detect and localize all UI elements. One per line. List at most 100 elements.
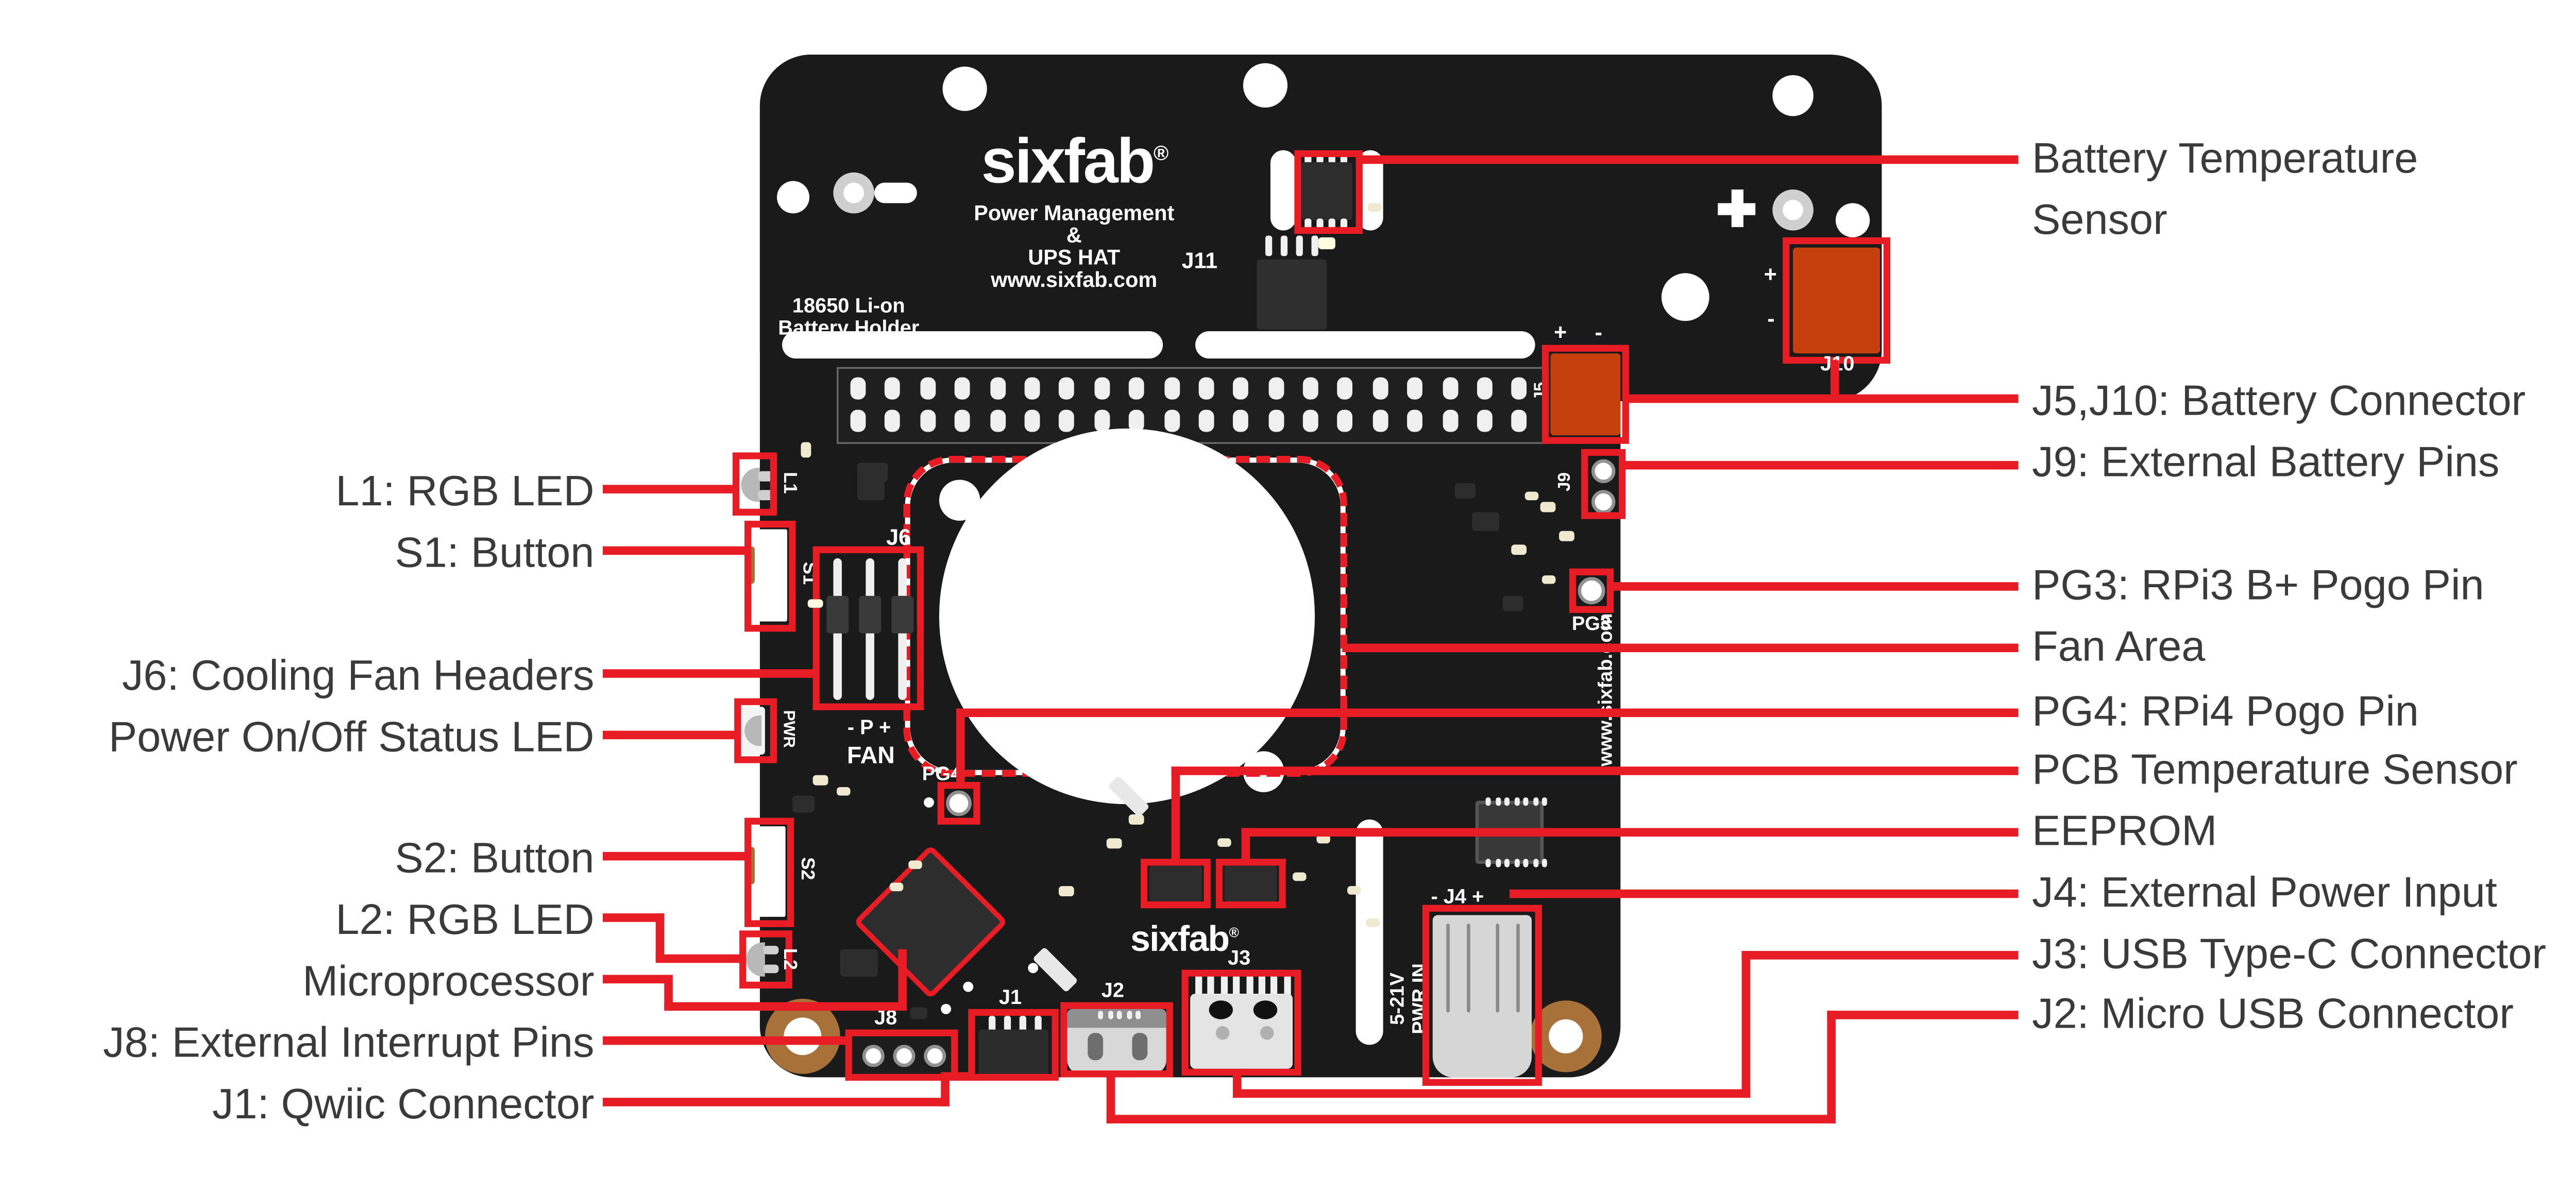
leader-j2 (1106, 1072, 1114, 1123)
leader-l2 (602, 913, 665, 922)
j1-highlight (968, 1009, 1059, 1081)
smd-ic (1502, 595, 1523, 611)
l2-led-pin (763, 964, 779, 974)
pg4-ref: PG4 (922, 764, 962, 786)
j3-dot (1260, 1026, 1274, 1040)
smd-ic (857, 476, 885, 501)
s1-button (754, 529, 787, 622)
label-j8: J8: External Interrupt Pins (103, 1019, 595, 1067)
gpio-pin-row (850, 410, 1528, 432)
smd-passive (889, 882, 904, 892)
leader-eeprom (1241, 828, 1249, 862)
leader-j5j10 (1831, 360, 1838, 401)
smd-passive (837, 787, 851, 796)
qfn-pins (1485, 859, 1547, 867)
j11-pins (1265, 235, 1318, 257)
smd-passive (908, 860, 922, 870)
smd-transistor (792, 795, 815, 813)
sensor-slot (1270, 150, 1296, 231)
j8-ref: J8 (874, 1005, 897, 1030)
j6-header-block (891, 595, 914, 634)
j6-ref: J6 (886, 524, 911, 550)
j8-pin (893, 1045, 916, 1067)
label-eeprom: EEPROM (2032, 807, 2217, 856)
board-title: Power Management & UPS HAT www.sixfab.co… (974, 201, 1175, 292)
s2-highlight (744, 817, 794, 927)
j9-ref: J9 (1556, 472, 1575, 491)
smd-passive (1540, 502, 1556, 513)
pg4-pogo-pin (946, 790, 972, 816)
leader-pg4 (956, 708, 2019, 717)
j6-highlight (812, 546, 924, 710)
fan-silk-label: FAN (846, 741, 895, 769)
leader-j3 (1232, 1089, 1751, 1097)
eeprom-highlight (1215, 859, 1286, 909)
j10-plus-mark: + (1764, 261, 1777, 287)
via (924, 797, 934, 808)
j2-contacts (1098, 1011, 1141, 1019)
j2-connector-shield (1067, 1009, 1166, 1028)
j8-highlight (845, 1029, 958, 1081)
mount-hole (1835, 203, 1870, 237)
smd-passive (1217, 838, 1231, 847)
smd-ic (910, 1007, 927, 1019)
label-battery-temp: Battery Temperature Sensor (2032, 134, 2418, 244)
mount-hole (1772, 75, 1814, 116)
label-s2: S2: Button (395, 834, 595, 883)
leader-battery-temp (1357, 155, 2019, 163)
label-j3: J3: USB Type-C Connector (2032, 930, 2546, 979)
mount-hole (942, 66, 987, 111)
leader-eeprom (1241, 828, 2019, 836)
battery-temp-sensor-ic (1301, 162, 1353, 220)
j3-contacts (1195, 975, 1291, 997)
label-s1: S1: Button (395, 529, 595, 577)
j3-anchor (1253, 1000, 1278, 1019)
s1-highlight (744, 520, 796, 632)
leader-s2 (602, 851, 748, 860)
gpio-pin-row (850, 377, 1528, 400)
label-pg3: PG3: RPi3 B+ Pogo Pin (2032, 561, 2484, 610)
j1-ref: J1 (998, 985, 1022, 1009)
leader-pcb-temp (1171, 766, 1179, 864)
pwr-ref: PWR (778, 710, 798, 748)
smd-passive (1511, 544, 1527, 555)
j8-pin (862, 1045, 885, 1067)
leader-j3 (1741, 951, 2019, 959)
pg3-pogo-pin (1578, 577, 1605, 605)
battery-holder-slot (1195, 331, 1535, 359)
j2-highlight (1060, 1002, 1173, 1078)
silk-dash (874, 182, 917, 203)
via (941, 1003, 952, 1014)
label-pg4: PG4: RPi4 Pogo Pin (2032, 688, 2419, 736)
board-logo: sixfab® (981, 126, 1168, 197)
mount-hole (1661, 273, 1709, 321)
l2-led-pin (763, 946, 779, 955)
pcb-temp-sensor-ic (1149, 865, 1202, 902)
j5-highlight (1541, 345, 1629, 444)
pwr-led-highlight (734, 698, 777, 763)
leader-j6 (602, 669, 817, 677)
j11-connector (1257, 259, 1327, 330)
smd-passive (1347, 886, 1361, 895)
pg3-highlight (1569, 568, 1614, 613)
leader-microprocessor (602, 975, 671, 983)
j11-ref: J11 (1181, 247, 1218, 274)
led-chip (1318, 237, 1335, 249)
j8-pin (924, 1045, 946, 1067)
smd-led (807, 599, 823, 608)
j2-slot (1088, 1033, 1104, 1061)
leader-l1 (602, 485, 736, 493)
j1-connector (978, 1029, 1049, 1078)
via (1028, 963, 1039, 974)
j3-highlight (1181, 969, 1301, 1076)
smd-passive (812, 775, 828, 786)
s2-button (754, 826, 786, 917)
fiducial-ring (1772, 189, 1814, 231)
j4-contact-line (1467, 924, 1470, 1013)
label-j6: J6: Cooling Fan Headers (122, 652, 595, 700)
l1-highlight (732, 452, 777, 516)
smd-passive (1128, 814, 1144, 825)
label-l1: L1: RGB LED (335, 468, 595, 516)
bottom-logo: sixfab® (1130, 920, 1239, 960)
